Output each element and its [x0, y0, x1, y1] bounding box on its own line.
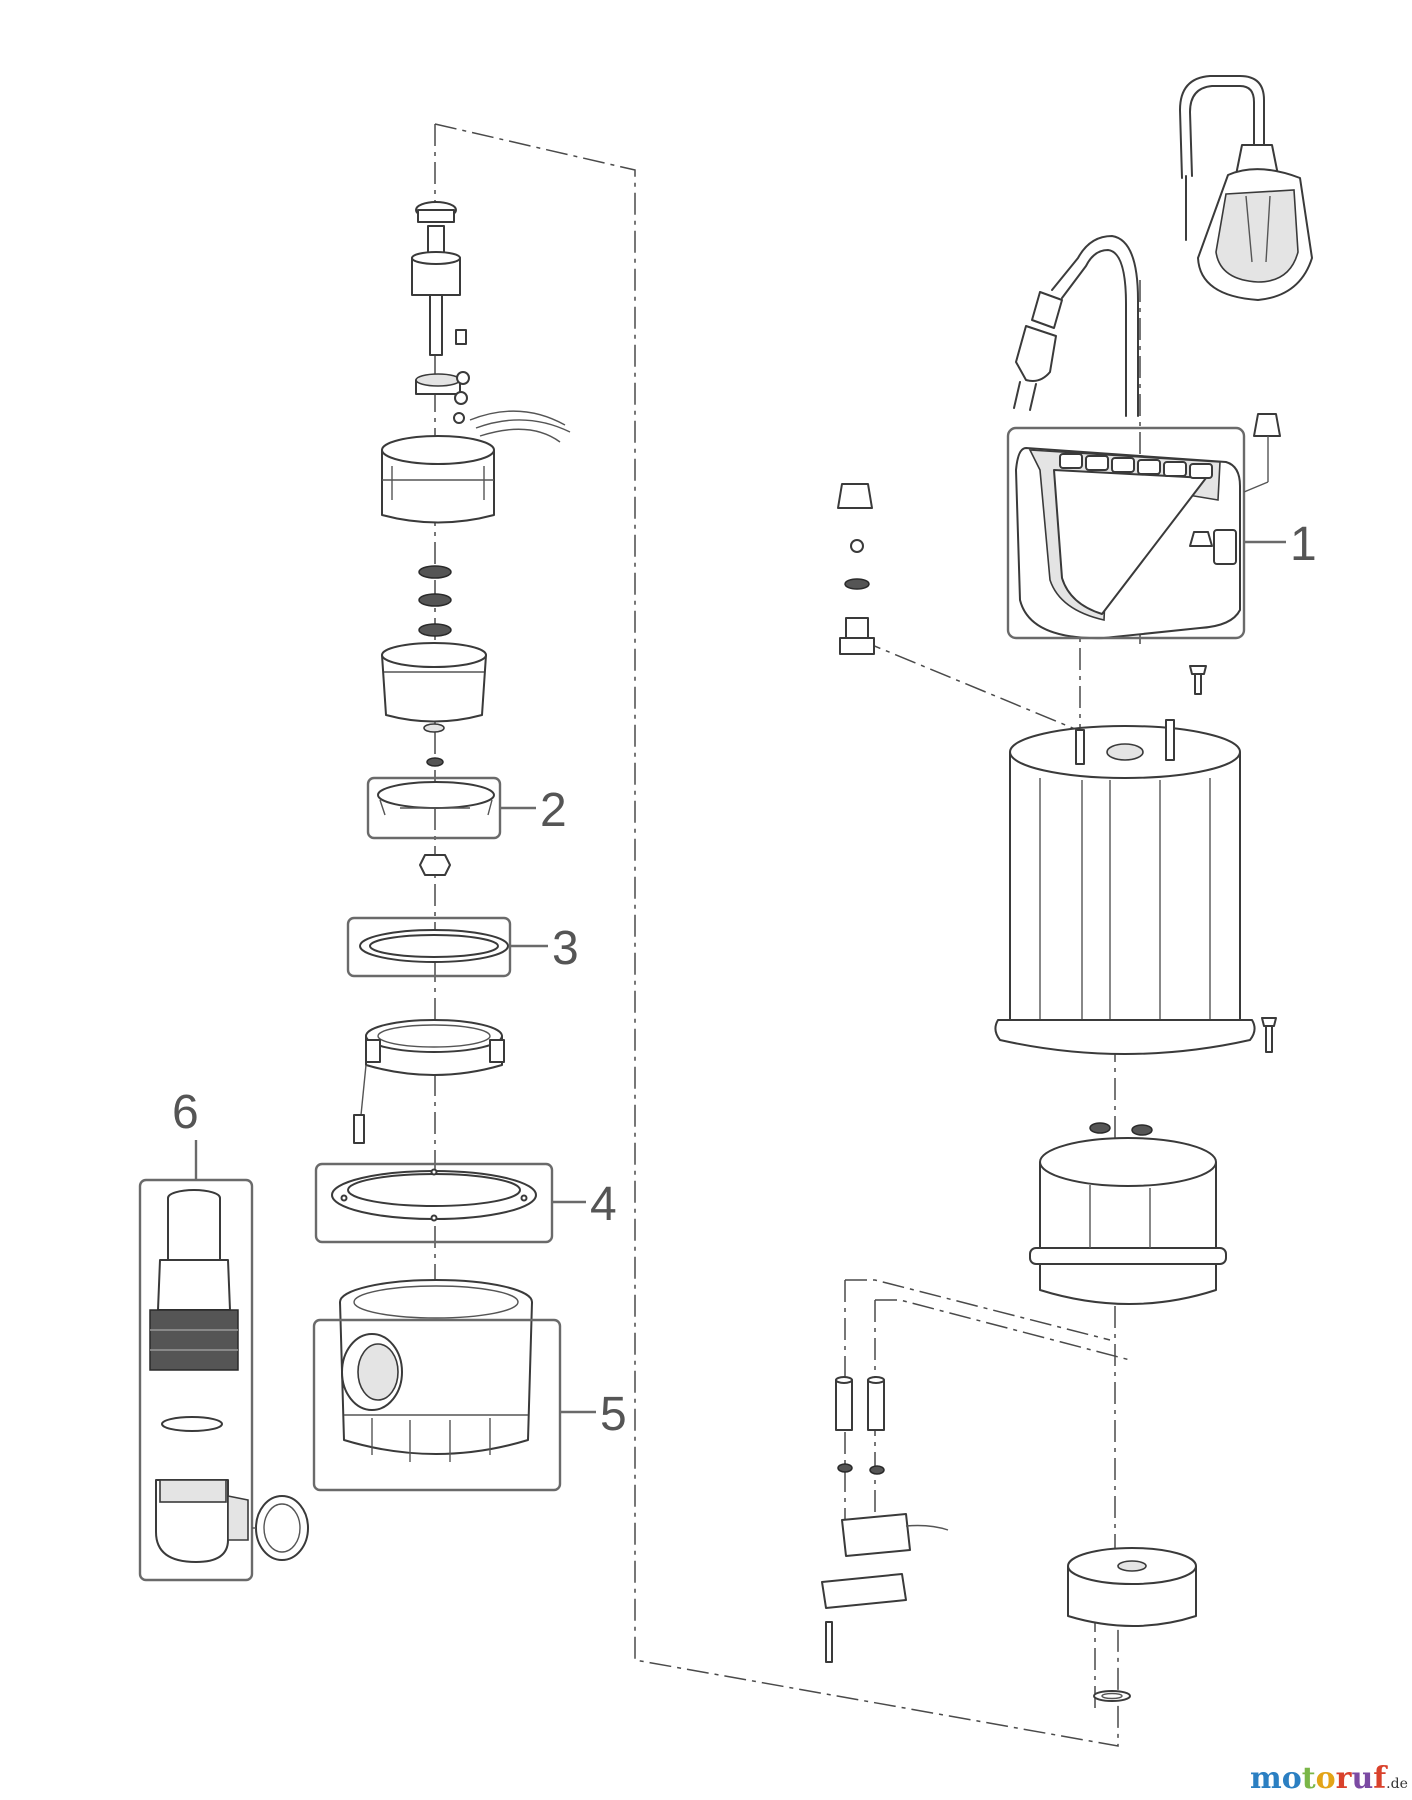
sealing-o-ring [346, 916, 512, 978]
motor-unit [1029, 1122, 1227, 1305]
watermark-letter: m [1250, 1761, 1282, 1796]
watermark-letter: o [1282, 1761, 1302, 1796]
bottom-plate [1067, 1547, 1197, 1702]
rotor-shaft-assembly [411, 201, 470, 424]
hose-connector-assembly [138, 1140, 309, 1582]
seal-housing-cup [381, 642, 487, 733]
power-cable-and-plug [1013, 235, 1139, 417]
motor-stator [381, 410, 571, 524]
handle-grip-slots [1059, 453, 1213, 479]
hex-nut [419, 854, 451, 876]
pump-base-housing [312, 1279, 562, 1492]
impeller-ring [366, 776, 502, 840]
threaded-collar [353, 1019, 505, 1144]
motoruf-watermark-logo: motoruf.de [1250, 1761, 1408, 1796]
callout-label-3: 3 [552, 922, 579, 975]
watermark-letter: o [1316, 1761, 1336, 1796]
float-switch [1179, 75, 1313, 301]
callout-label-5: 5 [600, 1388, 627, 1441]
watermark-letter: f [1373, 1761, 1388, 1796]
watermark-suffix: .de [1386, 1776, 1408, 1792]
motor-housing [994, 719, 1277, 1055]
capacitor-assembly [821, 1376, 949, 1663]
callout-labels: 1 2 3 4 5 6 [172, 518, 1317, 1441]
callout-box-1 [1006, 426, 1246, 640]
callout-box-5 [312, 1318, 562, 1492]
handle-cover [1006, 413, 1281, 640]
valve-screw-stack [837, 483, 1213, 695]
callout-label-1: 1 [1290, 518, 1317, 571]
watermark-letter: r [1336, 1761, 1353, 1796]
callout-label-4: 4 [590, 1178, 617, 1231]
watermark-letter: t [1302, 1761, 1316, 1796]
callout-label-2: 2 [540, 784, 567, 837]
bearings-and-washers [418, 565, 452, 767]
watermark-letter: u [1351, 1761, 1373, 1796]
callout-label-6: 6 [172, 1086, 199, 1139]
flange-plate [314, 1162, 554, 1244]
